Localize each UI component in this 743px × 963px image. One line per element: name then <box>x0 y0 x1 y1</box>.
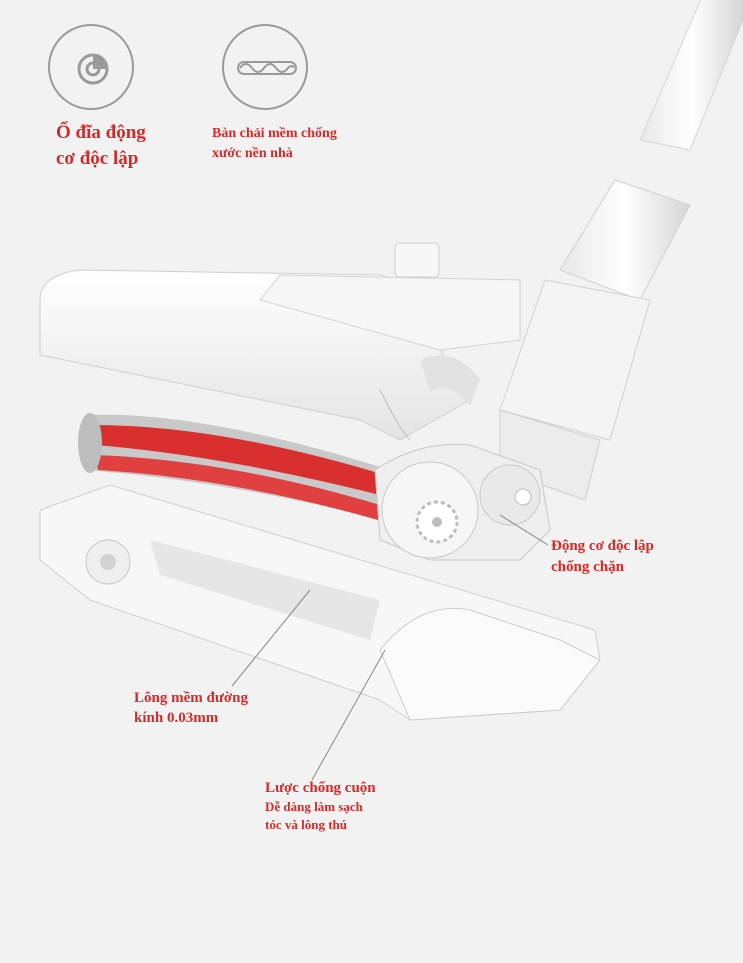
disc-motor-icon <box>48 24 134 110</box>
callout-comb-line-2: tóc và lông thú <box>265 817 347 832</box>
callout-bristle: Lông mềm đường kính 0.03mm <box>134 688 248 728</box>
soft-brush-roll-icon <box>222 24 308 110</box>
feature-2-line-1: Bàn chải mềm chống <box>212 126 337 141</box>
callout-comb: Lược chống cuộn Dễ dàng làm sạch tóc và … <box>265 778 376 834</box>
feature-disc-motor-label: Ổ đĩa động cơ độc lập <box>56 120 146 172</box>
callout-motor-line-2: chống chặn <box>551 559 624 575</box>
feature-soft-brush-label: Bàn chải mềm chống xước nền nhà <box>212 124 337 164</box>
callout-comb-line-1: Dễ dàng làm sạch <box>265 799 363 814</box>
feature-1-line-1: Ổ đĩa động <box>56 122 146 143</box>
callout-lines <box>231 514 549 781</box>
motor-housing <box>374 443 551 561</box>
callout-comb-title: Lược chống cuộn <box>265 780 376 796</box>
callout-bristle-line-1: Lông mềm đường <box>134 690 248 706</box>
base-tray <box>39 484 601 721</box>
feature-2-line-2: xước nền nhà <box>212 146 293 161</box>
callout-bristle-line-2: kính 0.03mm <box>134 710 219 726</box>
top-cover <box>39 242 521 441</box>
handle-tube <box>499 0 743 501</box>
callout-motor-line-1: Động cơ độc lập <box>551 538 654 554</box>
feature-1-line-2: cơ độc lập <box>56 148 139 169</box>
brush-roll <box>78 413 390 520</box>
callout-motor: Động cơ độc lập chống chặn <box>551 536 654 578</box>
